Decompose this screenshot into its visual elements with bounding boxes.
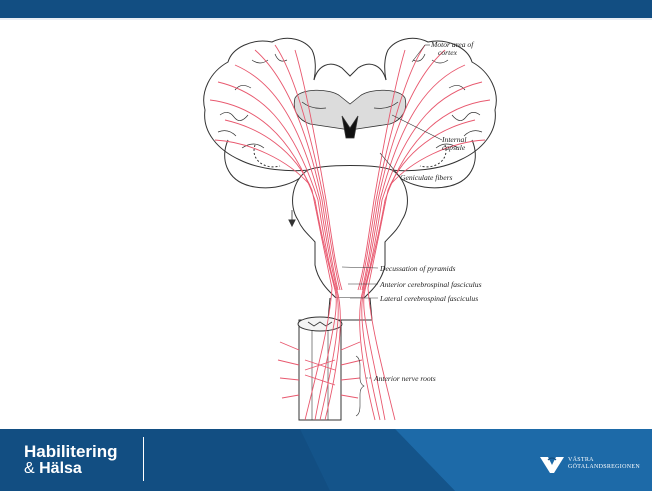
label-geniculate-fibers: Geniculate fibers xyxy=(400,173,453,182)
brand-divider xyxy=(143,437,144,481)
label-lateral-fasciculus: Lateral cerebrospinal fasciculus xyxy=(379,294,478,303)
region-logo: VÄSTRA GÖTALANDSREGIONEN xyxy=(539,454,640,474)
brand-line-1: Habilitering xyxy=(24,443,118,460)
label-decussation: Decussation of pyramids xyxy=(379,264,456,273)
label-anterior-nerve-roots: Anterior nerve roots xyxy=(373,374,436,383)
region-name: VÄSTRA GÖTALANDSREGIONEN xyxy=(568,457,640,471)
brand-word-halsa: Hälsa xyxy=(39,460,82,477)
region-name-line1: VÄSTRA xyxy=(568,457,640,464)
region-name-line2: GÖTALANDSREGIONEN xyxy=(568,464,640,471)
label-motor-area-line2: cortex xyxy=(438,48,458,57)
footer-bar: Habilitering & Hälsa VÄSTRA GÖTALANDSREG… xyxy=(0,429,652,491)
pyramidal-tract-diagram: Motor area of cortex Internal capsule Ge… xyxy=(180,20,520,428)
top-band xyxy=(0,0,652,18)
label-internal-capsule-line2: capsule xyxy=(442,143,466,152)
brand-logo-text: Habilitering & Hälsa xyxy=(24,443,118,477)
brand-line-2: & Hälsa xyxy=(24,460,118,477)
region-emblem-icon xyxy=(539,454,565,474)
thalamus xyxy=(294,90,406,138)
brand-ampersand: & xyxy=(24,460,35,477)
label-anterior-fasciculus: Anterior cerebrospinal fasciculus xyxy=(379,280,482,289)
